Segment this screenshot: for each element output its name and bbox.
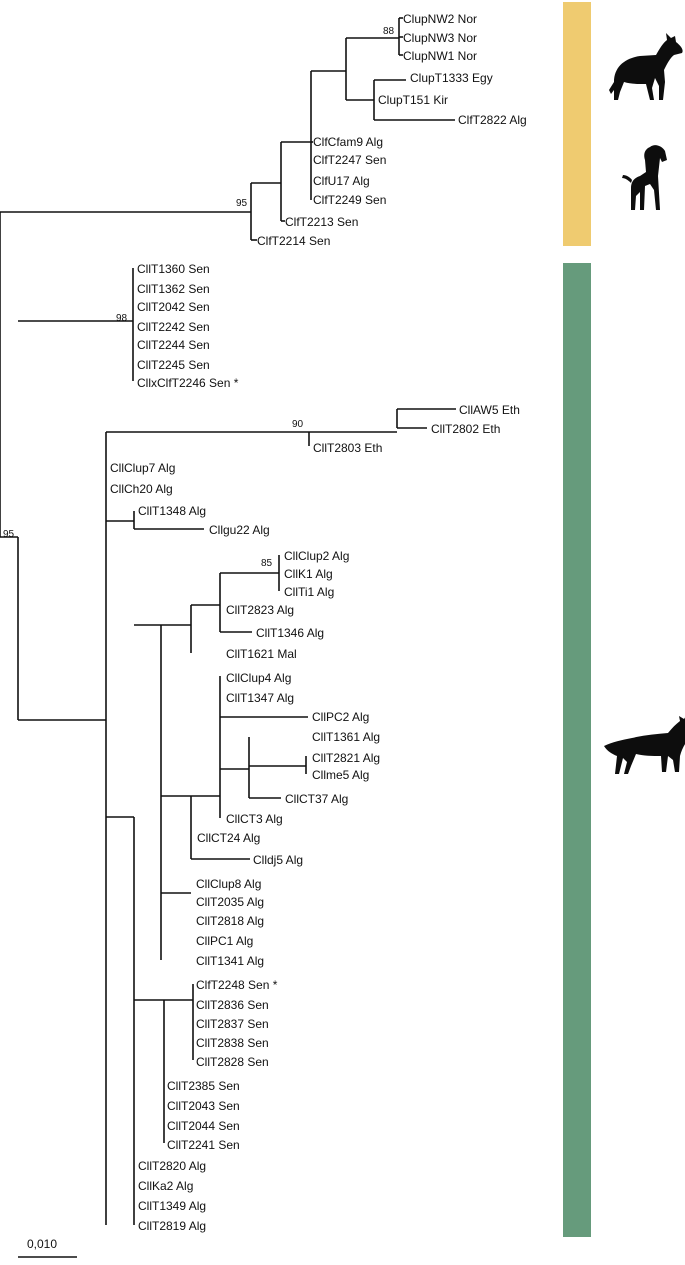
tip-label: CllT1346 Alg [256, 626, 324, 640]
support-value: 98 [116, 313, 128, 324]
tip-label: CllClup8 Alg [196, 877, 261, 891]
support-value: 95 [3, 529, 15, 540]
tip-label: CllT2838 Sen [196, 1036, 269, 1050]
bootstrap-support-values: 88 95 98 90 95 85 [3, 26, 395, 569]
tip-label: CllT2820 Alg [138, 1159, 206, 1173]
tip-label: CllT1341 Alg [196, 954, 264, 968]
tip-label: CllClup4 Alg [226, 671, 291, 685]
tip-label: CllT2819 Alg [138, 1219, 206, 1233]
tip-label: CllPC2 Alg [312, 710, 369, 724]
tip-label: ClupT1333 Egy [410, 71, 493, 85]
tip-label: CllT2385 Sen [167, 1079, 240, 1093]
tip-label: CllCT3 Alg [226, 812, 283, 826]
wild-clade-bar [563, 263, 591, 1237]
tip-label: CllClup2 Alg [284, 549, 349, 563]
tip-label: CllT1348 Alg [138, 504, 206, 518]
domestic-clade-bar [563, 2, 591, 246]
tip-label: ClfCfam9 Alg [313, 135, 383, 149]
tip-label: CllT2043 Sen [167, 1099, 240, 1113]
tip-label: Cllgu22 Alg [209, 523, 270, 537]
jackal-silhouette-icon [604, 716, 685, 774]
tip-label: CllT2823 Alg [226, 603, 294, 617]
tip-labels: ClupNW2 Nor ClupNW3 Nor ClupNW1 Nor Clup… [110, 12, 527, 1233]
tip-label: ClfU17 Alg [313, 174, 370, 188]
tip-label: CllT2245 Sen [137, 358, 210, 372]
tip-label: CllT2828 Sen [196, 1055, 269, 1069]
tip-label: CllT1349 Alg [138, 1199, 206, 1213]
tip-label: ClfT2248 Sen * [196, 978, 278, 992]
tip-label: ClupNW3 Nor [403, 31, 477, 45]
tip-label: CllT1361 Alg [312, 730, 380, 744]
tip-label: CllT2802 Eth [431, 422, 500, 436]
tip-label: CllT2836 Sen [196, 998, 269, 1012]
tip-label: CllK1 Alg [284, 567, 333, 581]
tip-label: ClfT2822 Alg [458, 113, 527, 127]
tip-label: CllAW5 Eth [459, 403, 520, 417]
tip-label: CllT2044 Sen [167, 1119, 240, 1133]
tip-label: CllT1360 Sen [137, 262, 210, 276]
support-value: 95 [236, 198, 248, 209]
tip-label: CllCT37 Alg [285, 792, 348, 806]
tip-label: ClupNW1 Nor [403, 49, 477, 63]
tip-label: CllT1362 Sen [137, 282, 210, 296]
tip-label: CllCT24 Alg [197, 831, 260, 845]
tip-label: CllT2042 Sen [137, 300, 210, 314]
tip-label: CllTi1 Alg [284, 585, 334, 599]
tip-label: CllT2035 Alg [196, 895, 264, 909]
tip-label: ClfT2249 Sen [313, 193, 386, 207]
tip-label: CllT1347 Alg [226, 691, 294, 705]
tip-label: CllxClfT2246 Sen * [137, 376, 239, 390]
tip-label: ClfT2247 Sen [313, 153, 386, 167]
tip-label: ClupT151 Kir [378, 93, 448, 107]
tip-label: CllPC1 Alg [196, 934, 253, 948]
scale-bar: 0,010 [18, 1237, 77, 1258]
tip-label: CllClup7 Alg [110, 461, 175, 475]
tip-label: ClupNW2 Nor [403, 12, 477, 26]
tip-label: CllT2803 Eth [313, 441, 382, 455]
wolf-silhouette-icon [609, 33, 683, 100]
tip-label: CllT2821 Alg [312, 751, 380, 765]
tip-label: CllT2244 Sen [137, 338, 210, 352]
tip-label: CllT2242 Sen [137, 320, 210, 334]
tip-label: CllT2818 Alg [196, 914, 264, 928]
scale-bar-label: 0,010 [27, 1237, 57, 1251]
tree-branches [0, 17, 456, 1225]
tip-label: Clldj5 Alg [253, 853, 303, 867]
tip-label: CllT1621 Mal [226, 647, 297, 661]
tip-label: CllKa2 Alg [138, 1179, 193, 1193]
tip-label: ClfT2213 Sen [285, 215, 358, 229]
tip-label: CllT2837 Sen [196, 1017, 269, 1031]
support-value: 90 [292, 419, 304, 430]
tip-label: Cllme5 Alg [312, 768, 369, 782]
tip-label: CllT2241 Sen [167, 1138, 240, 1152]
tip-label: ClfT2214 Sen [257, 234, 330, 248]
tip-label: CllCh20 Alg [110, 482, 173, 496]
support-value: 88 [383, 26, 395, 37]
support-value: 85 [261, 558, 273, 569]
dog-silhouette-icon [622, 145, 667, 210]
